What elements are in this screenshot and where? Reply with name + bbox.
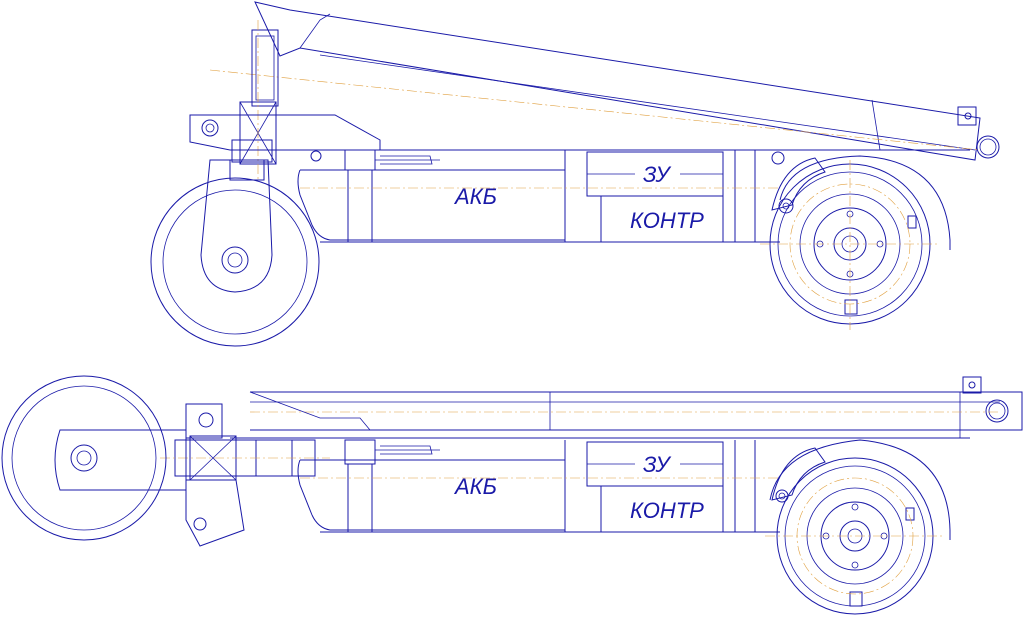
controller-label-folded: КОНТР [630,498,704,523]
drive-wheel [760,151,951,330]
handle-bar [209,1,1000,161]
charger-label-folded: ЗУ [643,452,672,477]
handle-bar-folded [249,376,1023,438]
chassis-folded [185,403,970,533]
caster-wheel [150,159,320,347]
chassis [189,114,970,243]
steering-column [231,20,279,180]
controller-label: КОНТР [630,208,704,233]
battery-label-folded: АКБ [453,474,497,499]
drive-wheel-folded [765,439,951,615]
charger-label: ЗУ [643,162,672,187]
side-view-raised: АКБ ЗУ КОНТР [150,1,1000,347]
side-view-folded: АКБ ЗУ КОНТР [1,375,1023,615]
caster-wheel-folded [1,375,187,541]
battery-label: АКБ [453,184,497,209]
handle-ring [976,135,1000,159]
steering-column-folded [160,435,330,547]
